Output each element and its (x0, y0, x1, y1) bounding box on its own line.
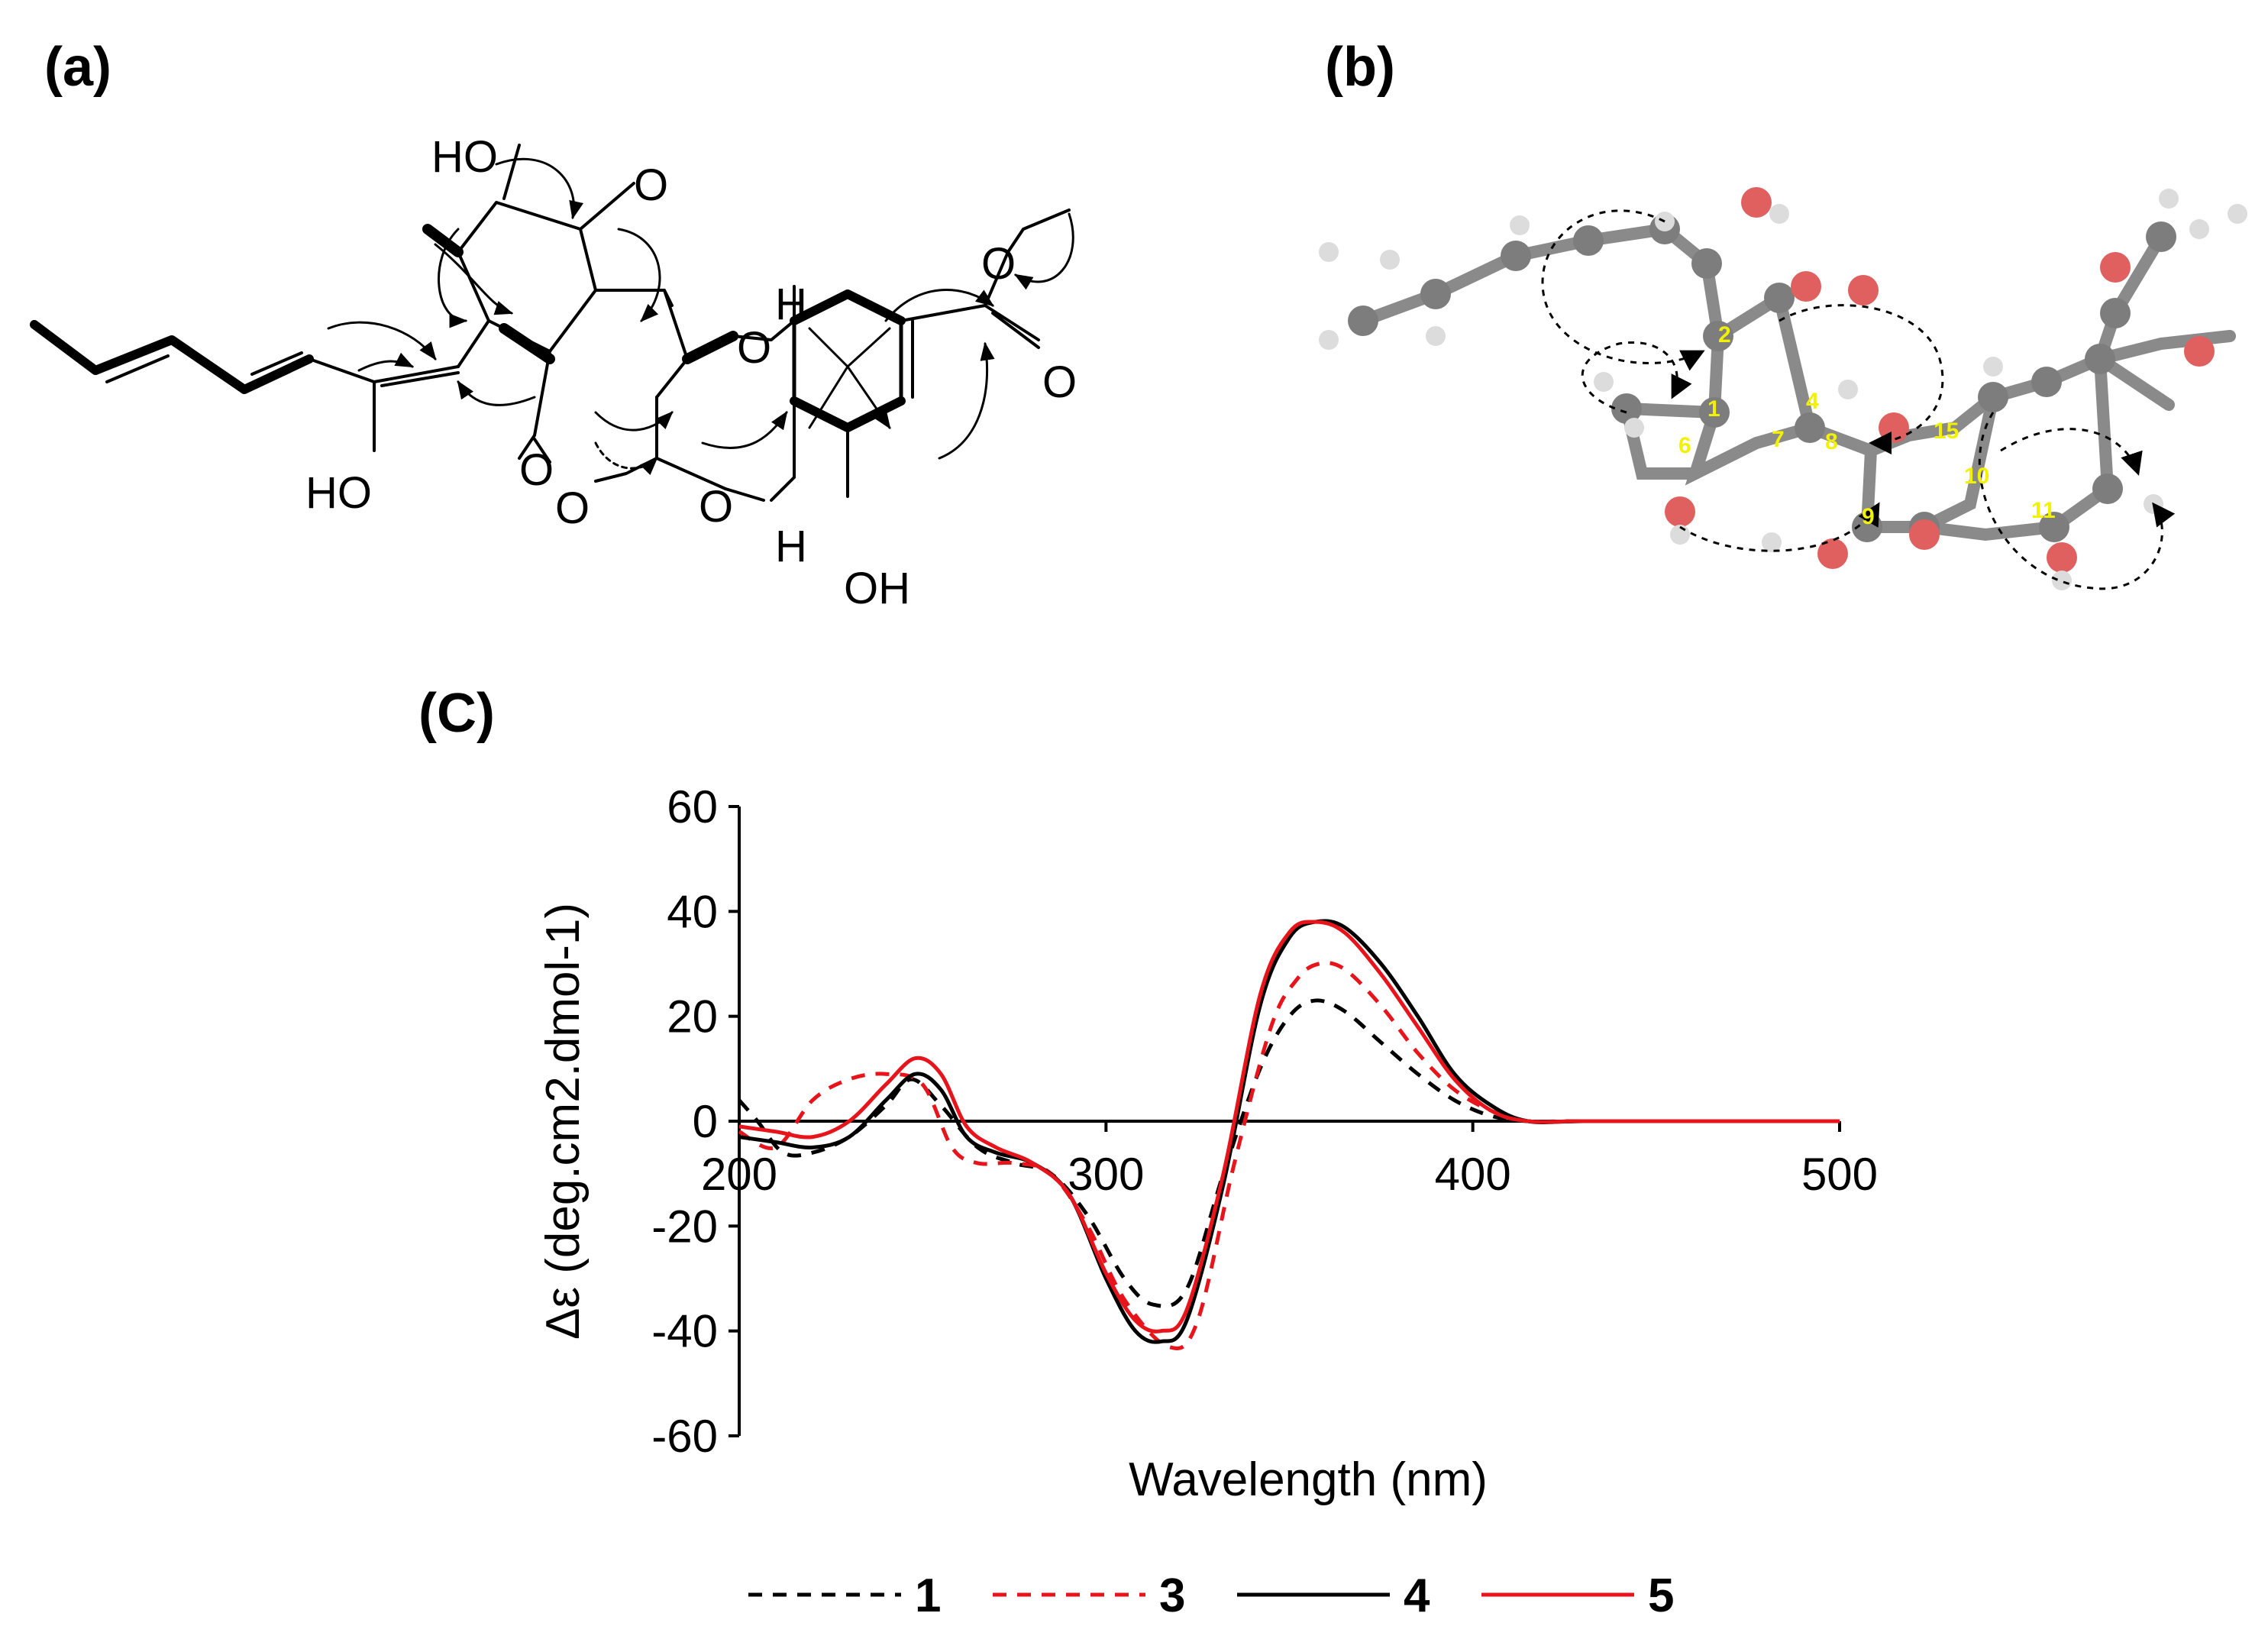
atom-number: 11 (2031, 498, 2056, 523)
panel-label-a: (a) (44, 37, 111, 98)
y-tick-labels: 60 40 20 0 -20 -40 -60 (651, 781, 739, 1462)
atom-label: H (775, 522, 807, 571)
legend-label: 4 (1404, 1569, 1430, 1622)
series-line-4 (738, 919, 1840, 1344)
atom-label: OH (844, 564, 910, 613)
model-atom-numbers: 2 1 6 4 7 8 9 15 10 11 (1678, 322, 2056, 529)
methyl-wedge (422, 224, 464, 257)
atom-number: 10 (1964, 464, 1989, 489)
panel-label-b: (b) (1325, 37, 1395, 98)
x-tick-labels: 200 300 400 500 (701, 1121, 1878, 1200)
x-tick-label: 500 (1801, 1149, 1878, 1200)
atom-number: 7 (1772, 427, 1785, 452)
series-line-5 (738, 920, 1840, 1334)
atom-label: HO (431, 132, 498, 182)
series-line-3 (738, 961, 1840, 1350)
x-tick-label: 300 (1068, 1149, 1144, 1200)
atom-label: O (519, 445, 554, 495)
chart-legend: 1 3 4 5 (748, 1569, 1674, 1622)
atom-number: 6 (1678, 433, 1691, 458)
y-tick-label: 40 (667, 886, 718, 937)
side-chain-bonds (30, 320, 314, 394)
structure-a-atom-labels: HO O O O O HO O O O H H OH (305, 132, 1077, 613)
atom-number: 8 (1825, 429, 1838, 454)
atom-label: O (699, 482, 733, 532)
ester-oxygen-wedge (682, 331, 738, 364)
noe-arcs (1541, 209, 2176, 590)
atom-label: HO (305, 468, 372, 518)
series-line-1 (738, 998, 1840, 1308)
legend-label: 3 (1159, 1569, 1185, 1622)
atom-label: O (555, 483, 590, 533)
atom-number: 15 (1934, 419, 1959, 444)
structure-a (30, 144, 1074, 502)
y-tick-label: 60 (667, 781, 718, 832)
ring-bold-edge-2 (790, 396, 906, 432)
x-tick-label: 200 (701, 1149, 777, 1200)
ring-substituent-bonds (724, 285, 849, 502)
y-tick-label: 20 (667, 991, 718, 1043)
legend-label: 1 (915, 1569, 941, 1622)
panel-label-c: (C) (418, 683, 495, 744)
x-axis-label: Wavelength (nm) (1129, 1453, 1488, 1506)
atom-number: 1 (1707, 396, 1720, 422)
side-chain-double-bonds (105, 351, 303, 383)
atom-number: 9 (1862, 504, 1875, 529)
atom-number: 2 (1718, 322, 1731, 348)
core-bonds (457, 144, 689, 464)
y-tick-label: -20 (651, 1201, 718, 1252)
model-b: 2 1 6 4 7 8 9 15 10 11 (1319, 187, 2247, 590)
x-tick-label: 400 (1435, 1149, 1511, 1200)
chart-series (738, 919, 1840, 1350)
methyl-wedge-2 (499, 323, 555, 364)
y-tick-label: -40 (651, 1306, 718, 1357)
y-axis-label: Δε (deg.cm2.dmol-1) (537, 903, 590, 1340)
model-atoms (1319, 187, 2247, 590)
atom-label: O (634, 160, 668, 210)
atom-number: 4 (1806, 389, 1819, 414)
enol-bonds (308, 357, 460, 452)
ring-bold-edge (790, 289, 906, 325)
y-tick-label: -60 (651, 1411, 718, 1462)
legend-label: 5 (1648, 1569, 1674, 1622)
atom-label: H (775, 280, 807, 329)
y-tick-label: 0 (693, 1096, 718, 1147)
atom-label: O (737, 323, 771, 373)
atom-label: O (981, 239, 1016, 289)
methyl-ester-bonds (900, 209, 1071, 349)
atom-label: O (1042, 357, 1077, 407)
